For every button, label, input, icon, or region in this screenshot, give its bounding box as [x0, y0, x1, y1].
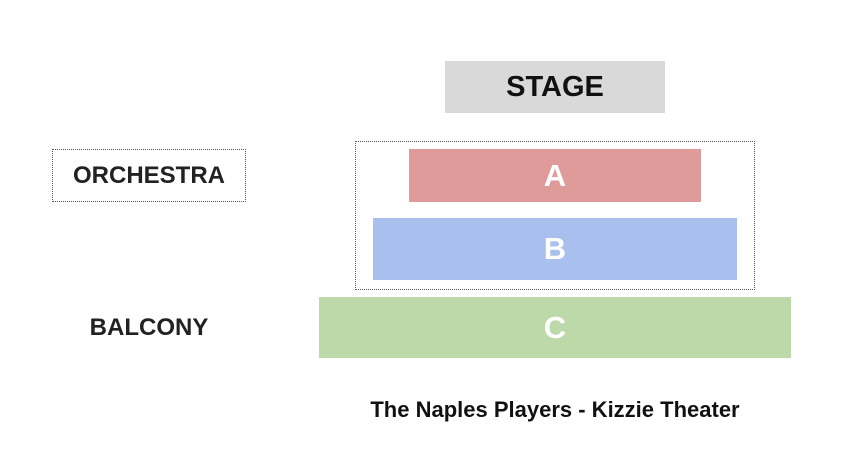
theater-caption: The Naples Players - Kizzie Theater — [370, 397, 740, 422]
section-b[interactable]: B — [373, 218, 737, 280]
orchestra-zone-outline — [355, 141, 755, 290]
section-a-label: A — [543, 157, 567, 193]
section-c[interactable]: C — [319, 297, 791, 358]
stage-label: STAGE — [506, 70, 604, 103]
section-a[interactable]: A — [409, 149, 701, 202]
stage-block: STAGE — [445, 61, 665, 113]
orchestra-label-box: ORCHESTRA — [52, 149, 246, 202]
section-b-label: B — [543, 231, 567, 266]
balcony-label: BALCONY — [89, 313, 209, 341]
section-c-label: C — [543, 309, 567, 345]
orchestra-label: ORCHESTRA — [72, 161, 225, 189]
